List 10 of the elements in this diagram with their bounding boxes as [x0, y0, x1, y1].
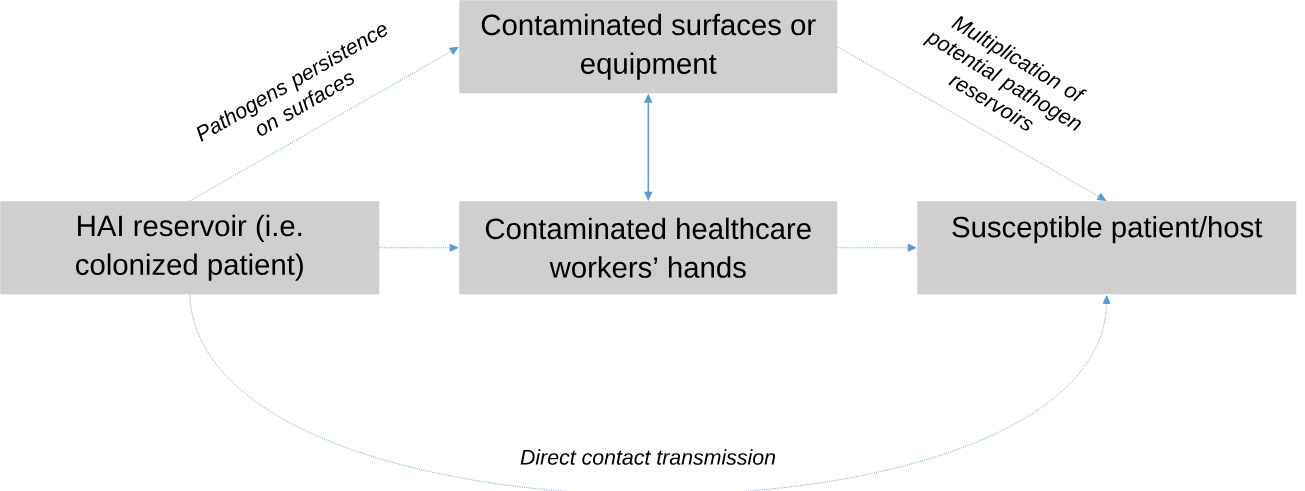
curved-arrow	[189, 294, 1111, 491]
process-box: Susceptible patient/host	[917, 201, 1297, 295]
process-box: HAI reservoir (i.e. colonized patient)	[0, 201, 380, 295]
process-box: Contaminated surfaces or equipment	[459, 0, 838, 94]
arrow	[837, 243, 917, 252]
arrow	[837, 46, 1107, 201]
process-box: Contaminated healthcare workers’ hands	[459, 201, 838, 295]
arrow	[379, 243, 459, 252]
arrow	[189, 46, 459, 202]
edge-label: Direct contact transmission	[518, 447, 778, 467]
